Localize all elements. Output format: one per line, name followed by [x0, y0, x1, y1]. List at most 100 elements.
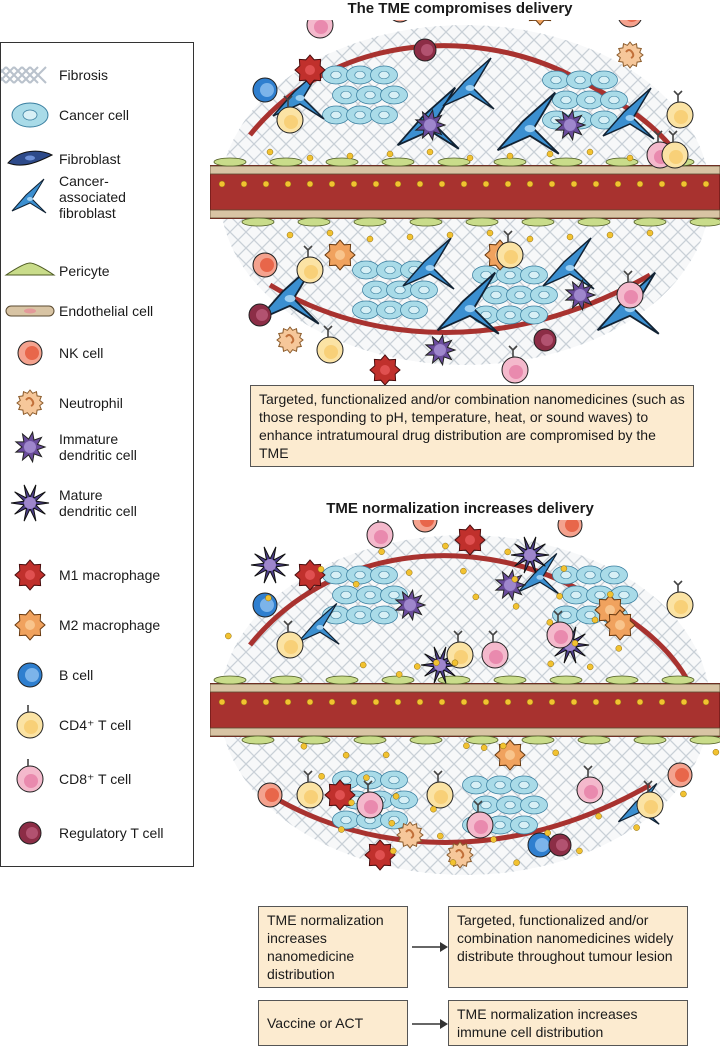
legend-label: CD4⁺ T cell — [59, 717, 132, 733]
cancer-cell-icon — [332, 810, 360, 830]
nanomedicine-dot — [240, 180, 248, 188]
legend-item: Mature dendritic cell — [1, 483, 195, 523]
legend-label: Endothelial cell — [59, 303, 154, 319]
nk-cell-icon — [17, 340, 43, 366]
nanomedicine-dot — [284, 180, 292, 188]
nanomedicine-dot — [633, 824, 640, 831]
cancer-cell-icon — [370, 605, 398, 625]
nanomedicine-dot — [359, 661, 367, 669]
capillary — [268, 782, 652, 845]
nanomedicine-dot — [266, 148, 274, 156]
legend-label: Pericyte — [59, 263, 110, 279]
tme-normalized-scene — [210, 520, 720, 875]
cd4-t-cell-icon — [636, 780, 664, 819]
nanomedicine-dot — [504, 548, 511, 556]
nanomedicine-dot — [614, 180, 622, 188]
nanomedicine-dot — [318, 773, 325, 780]
cd4-t-cell-icon — [666, 580, 694, 619]
flow2-right-box: TME normalization increases immune cell … — [448, 1000, 688, 1046]
nanomedicine-dot — [363, 774, 370, 781]
nanomedicine-dot — [394, 698, 402, 706]
cancer-cell-icon — [322, 105, 350, 125]
cd8-t-cell-icon — [576, 765, 604, 804]
endothelial-icon — [5, 305, 55, 317]
cancer-cell-icon — [520, 305, 548, 325]
capillary — [268, 272, 652, 335]
cancer-cell-icon — [482, 285, 510, 305]
m1-macrophage-icon — [14, 559, 46, 591]
nanomedicine-dot — [460, 698, 468, 706]
cancer-cell-icon — [576, 90, 604, 110]
legend-item: Fibrosis — [1, 55, 195, 95]
capillary — [248, 553, 693, 687]
cd4-t-cell-icon — [316, 325, 344, 364]
top-caption-box: Targeted, functionalized and/or combinat… — [250, 385, 694, 467]
nanomedicine-dot — [513, 859, 520, 866]
immature-dc-icon — [394, 588, 427, 622]
cancer-cell-icon — [370, 105, 398, 125]
legend-item: B cell — [1, 655, 195, 695]
nanomedicine-dot — [430, 805, 437, 813]
nanomedicine-dot — [544, 829, 551, 837]
legend-item: Regulatory T cell — [1, 813, 195, 853]
cancer-cell-icon — [520, 795, 548, 815]
cd8-t-cell-icon — [501, 345, 529, 384]
cancer-cell-icon — [346, 565, 374, 585]
nanomedicine-dot — [306, 154, 314, 162]
nanomedicine-dot — [556, 592, 563, 600]
legend-item: Pericyte — [1, 251, 195, 291]
nanomedicine-dot — [636, 698, 644, 706]
mature-dc-icon — [250, 546, 290, 584]
caf-icon — [496, 91, 560, 155]
immature-dc-icon — [564, 278, 597, 312]
caf-icon — [602, 87, 655, 140]
legend-label: Mature dendritic cell — [59, 487, 137, 519]
nanomedicine-dot — [586, 663, 594, 671]
nanomedicine-dot — [526, 698, 534, 706]
cancer-cell-icon — [386, 280, 414, 300]
nanomedicine-dot — [512, 603, 520, 610]
b-cell-icon — [527, 832, 553, 858]
nanomedicine-dot — [680, 790, 687, 798]
nanomedicine-dot — [702, 698, 710, 706]
legend-label: CD8⁺ T cell — [59, 771, 132, 787]
cd8-t-cell-icon — [546, 610, 574, 649]
fibrosis-icon — [1, 66, 47, 84]
immature-dc-icon — [414, 108, 447, 142]
nanomedicine-dot — [490, 836, 497, 843]
legend-label: Immature dendritic cell — [59, 431, 137, 463]
nanomedicine-dot — [712, 748, 720, 756]
immature-dc-icon — [14, 430, 47, 464]
cancer-cell-icon — [576, 565, 604, 585]
nanomedicine-dot — [546, 619, 554, 626]
cd8-t-cell-icon — [616, 270, 644, 309]
caf-icon — [436, 271, 500, 335]
m1-macrophage-icon — [369, 354, 401, 385]
nk-cell-icon — [257, 782, 283, 808]
nanomedicine-dot — [382, 751, 390, 759]
nanomedicine-dot — [449, 859, 457, 866]
b-cell-icon — [252, 77, 278, 103]
cancer-cell-icon — [346, 65, 374, 85]
cd8-t-cell-icon — [16, 759, 44, 793]
cancer-cell-icon — [356, 585, 384, 605]
cancer-cell-icon — [346, 105, 374, 125]
cancer-cell-icon — [370, 65, 398, 85]
nanomedicine-dot — [595, 812, 602, 820]
immature-dc-icon — [554, 108, 587, 142]
fibroblast-icon — [7, 150, 54, 166]
nanomedicine-dot — [570, 180, 578, 188]
cancer-cell-icon — [472, 265, 500, 285]
cancer-cell-icon — [600, 565, 628, 585]
nanomedicine-dot — [338, 826, 345, 833]
nanomedicine-dot — [615, 645, 623, 652]
treg-icon — [248, 303, 272, 327]
cd4-t-cell-icon — [426, 770, 454, 809]
m2-macrophage-icon — [494, 739, 526, 771]
nanomedicine-dot — [392, 793, 400, 800]
immature-dc-icon — [424, 333, 457, 367]
nanomedicine-dot — [482, 180, 490, 188]
legend-label: NK cell — [59, 345, 104, 361]
treg-icon — [18, 821, 42, 845]
